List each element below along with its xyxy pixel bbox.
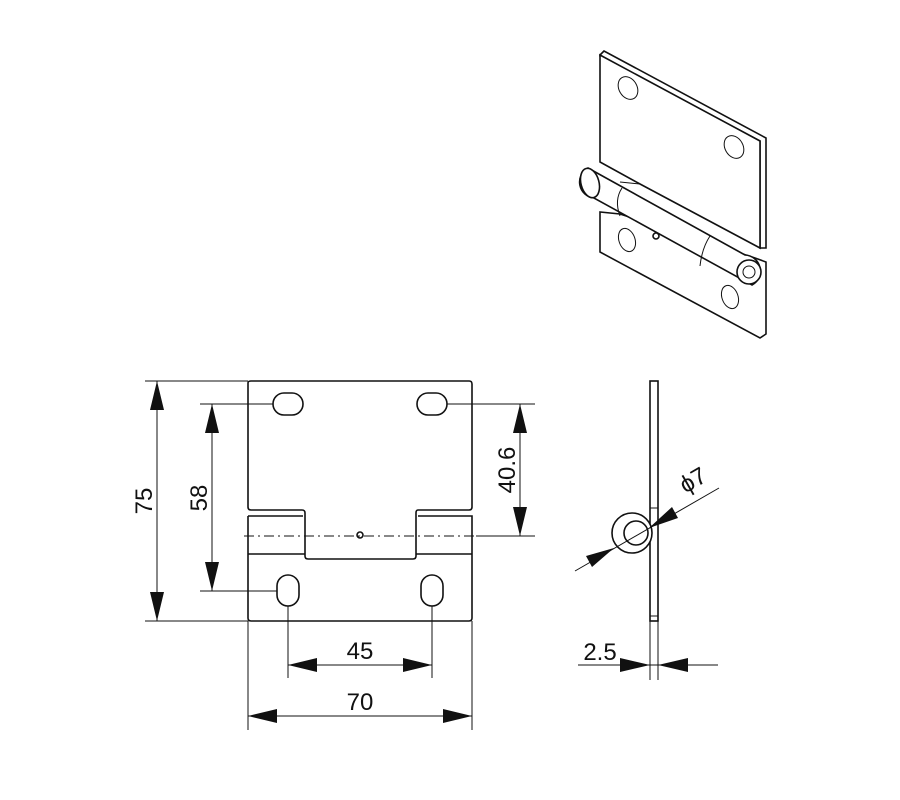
dim-hole-to-axis: 40.6 (494, 447, 521, 494)
dim-hole-horizontal-spacing: 45 (347, 638, 374, 665)
isometric-view (578, 50, 767, 339)
dim-overall-width: 70 (347, 689, 374, 716)
dim-thickness: 2.5 (583, 639, 616, 666)
dim-hole-vertical-spacing: 58 (186, 485, 213, 512)
dim-knuckle-diameter: ϕ7 (675, 462, 712, 499)
side-view (574, 380, 720, 680)
dim-overall-height: 75 (131, 488, 158, 515)
front-view (145, 380, 535, 730)
